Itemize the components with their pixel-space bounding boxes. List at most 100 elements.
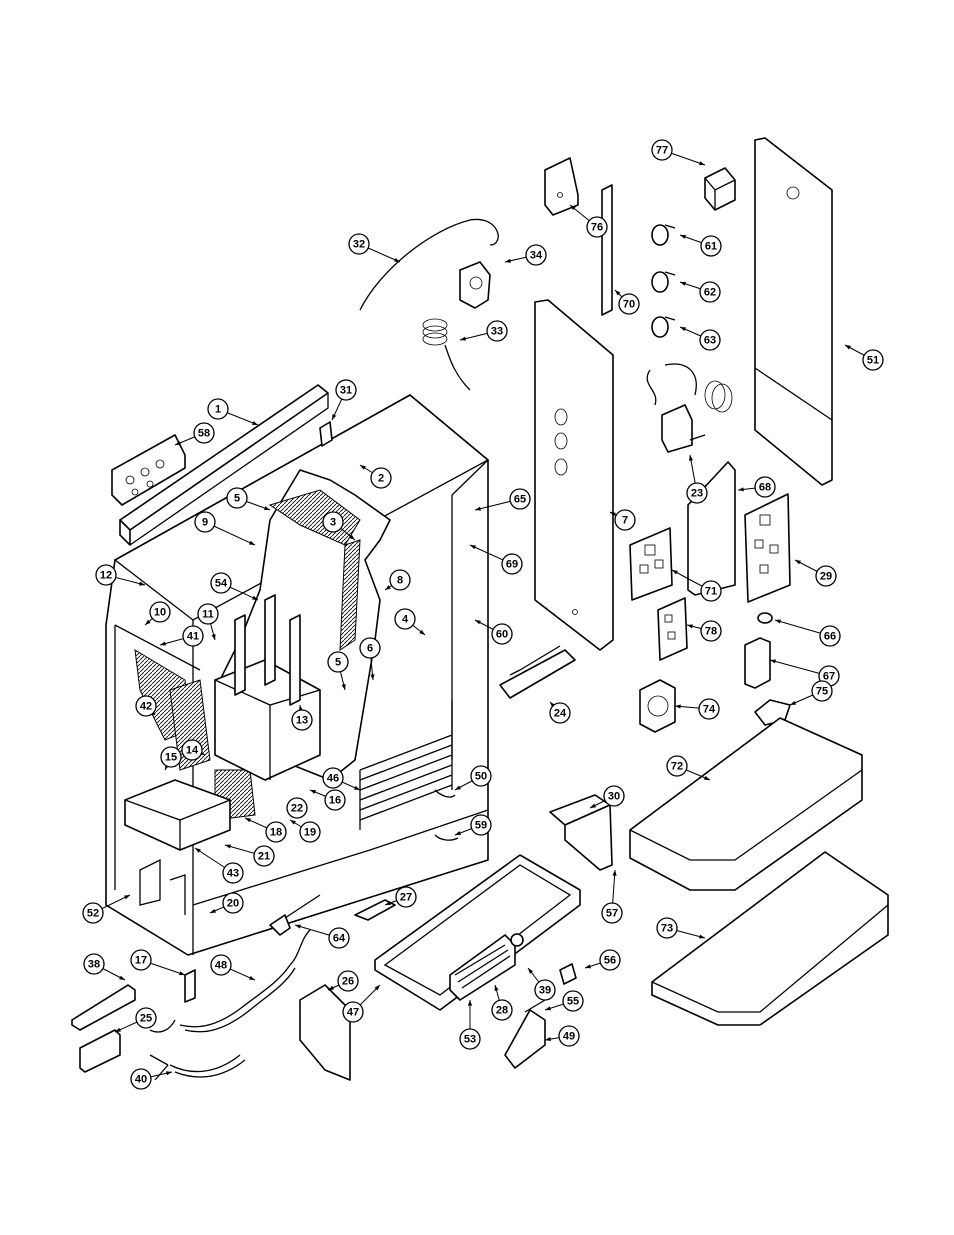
switch-63-part [652,317,675,337]
coil-part [423,319,470,390]
callout-1: 1 [208,399,258,425]
callout-number: 23 [691,488,703,500]
transformer-part [705,168,735,210]
sensor-17-part [185,970,195,1002]
callout-arrowhead [545,1037,551,1041]
callout-62: 62 [680,282,720,302]
callout-number: 73 [661,923,673,935]
callout-number: 76 [591,222,603,234]
callout-arrowhead [699,935,705,939]
callout-number: 69 [506,559,518,571]
callout-number: 75 [816,686,828,698]
callout-number: 33 [491,326,503,338]
callout-64: 64 [295,925,349,948]
callout-number: 24 [554,708,567,720]
callout-number: 77 [656,145,668,157]
callout-number: 39 [539,985,551,997]
callout-arrowhead [249,976,255,980]
callout-34: 34 [505,245,546,265]
callout-number: 3 [330,517,336,529]
callout-number: 51 [867,355,879,367]
callout-number: 18 [270,827,282,839]
callout-arrowhead [468,1000,472,1006]
callout-number: 32 [353,239,365,251]
callout-number: 63 [704,335,716,347]
callout-68: 68 [738,477,775,497]
callout-70: 70 [615,290,639,314]
callout-number: 66 [824,631,836,643]
callout-78: 78 [687,621,721,641]
terminal-block-25-part [80,1030,120,1072]
callout-arrowhead [295,925,301,929]
callout-58: 58 [175,423,214,445]
callout-number: 1 [215,404,221,416]
callout-number: 64 [333,933,346,945]
callout-57: 57 [602,870,622,923]
callout-28: 28 [492,985,512,1020]
callout-arrowhead [332,414,336,420]
callout-48: 48 [211,955,255,980]
callout-73: 73 [657,918,705,939]
callout-number: 8 [397,575,403,587]
callout-arrowhead [680,235,686,239]
terminal-strip-24-part [500,646,575,698]
callout-number: 17 [135,955,147,967]
callout-number: 30 [608,791,620,803]
switch-62-part [652,272,675,292]
callout-26: 26 [328,971,358,991]
callout-number: 70 [623,299,635,311]
callout-arrowhead [689,455,693,461]
callout-number: 6 [367,643,373,655]
callout-number: 22 [291,803,303,815]
callout-number: 43 [227,868,239,880]
component-66-part [758,613,772,623]
callout-29: 29 [795,560,836,586]
plate-26-part [300,985,350,1080]
callout-31: 31 [332,380,356,420]
bracket-34-part [460,262,490,308]
callout-arrowhead [790,701,796,705]
callout-22: 22 [287,798,307,818]
callout-number: 21 [258,851,270,863]
callout-25: 25 [115,1008,156,1032]
callout-number: 41 [187,631,199,643]
callout-number: 15 [165,752,177,764]
callout-38: 38 [84,954,125,980]
callout-number: 61 [705,241,717,253]
circuit-board-71-part [630,528,672,600]
callout-number: 65 [514,494,526,506]
switch-61-part [652,225,675,245]
callout-arrowhead [775,620,781,624]
callout-75: 75 [790,681,832,705]
callout-number: 13 [296,715,308,727]
callout-32: 32 [349,234,400,262]
callout-77: 77 [652,140,705,165]
callout-arrowhead [585,964,591,968]
callout-number: 72 [671,761,683,773]
callout-33: 33 [460,321,507,341]
callout-arrowhead [252,421,258,425]
callout-arrowhead [680,282,686,286]
callout-number: 20 [227,898,239,910]
callout-number: 9 [202,517,208,529]
callout-number: 14 [186,745,199,757]
callout-number: 34 [530,250,543,262]
callout-number: 10 [154,607,166,619]
callout-61: 61 [680,235,721,256]
callout-arrowhead [460,337,466,341]
door-panel-part [535,300,613,650]
callout-arrowhead [687,624,693,628]
bracket-30-part [550,795,612,870]
callout-number: 38 [88,959,100,971]
callout-67: 67 [770,659,839,686]
callout-23: 23 [687,455,707,503]
callout-number: 56 [604,955,616,967]
callout-53: 53 [460,1000,480,1049]
callout-number: 55 [567,996,579,1008]
callout-number: 26 [342,976,354,988]
callout-arrowhead [738,487,744,491]
callout-51: 51 [845,345,883,370]
callout-number: 12 [100,570,112,582]
callout-number: 5 [234,493,240,505]
